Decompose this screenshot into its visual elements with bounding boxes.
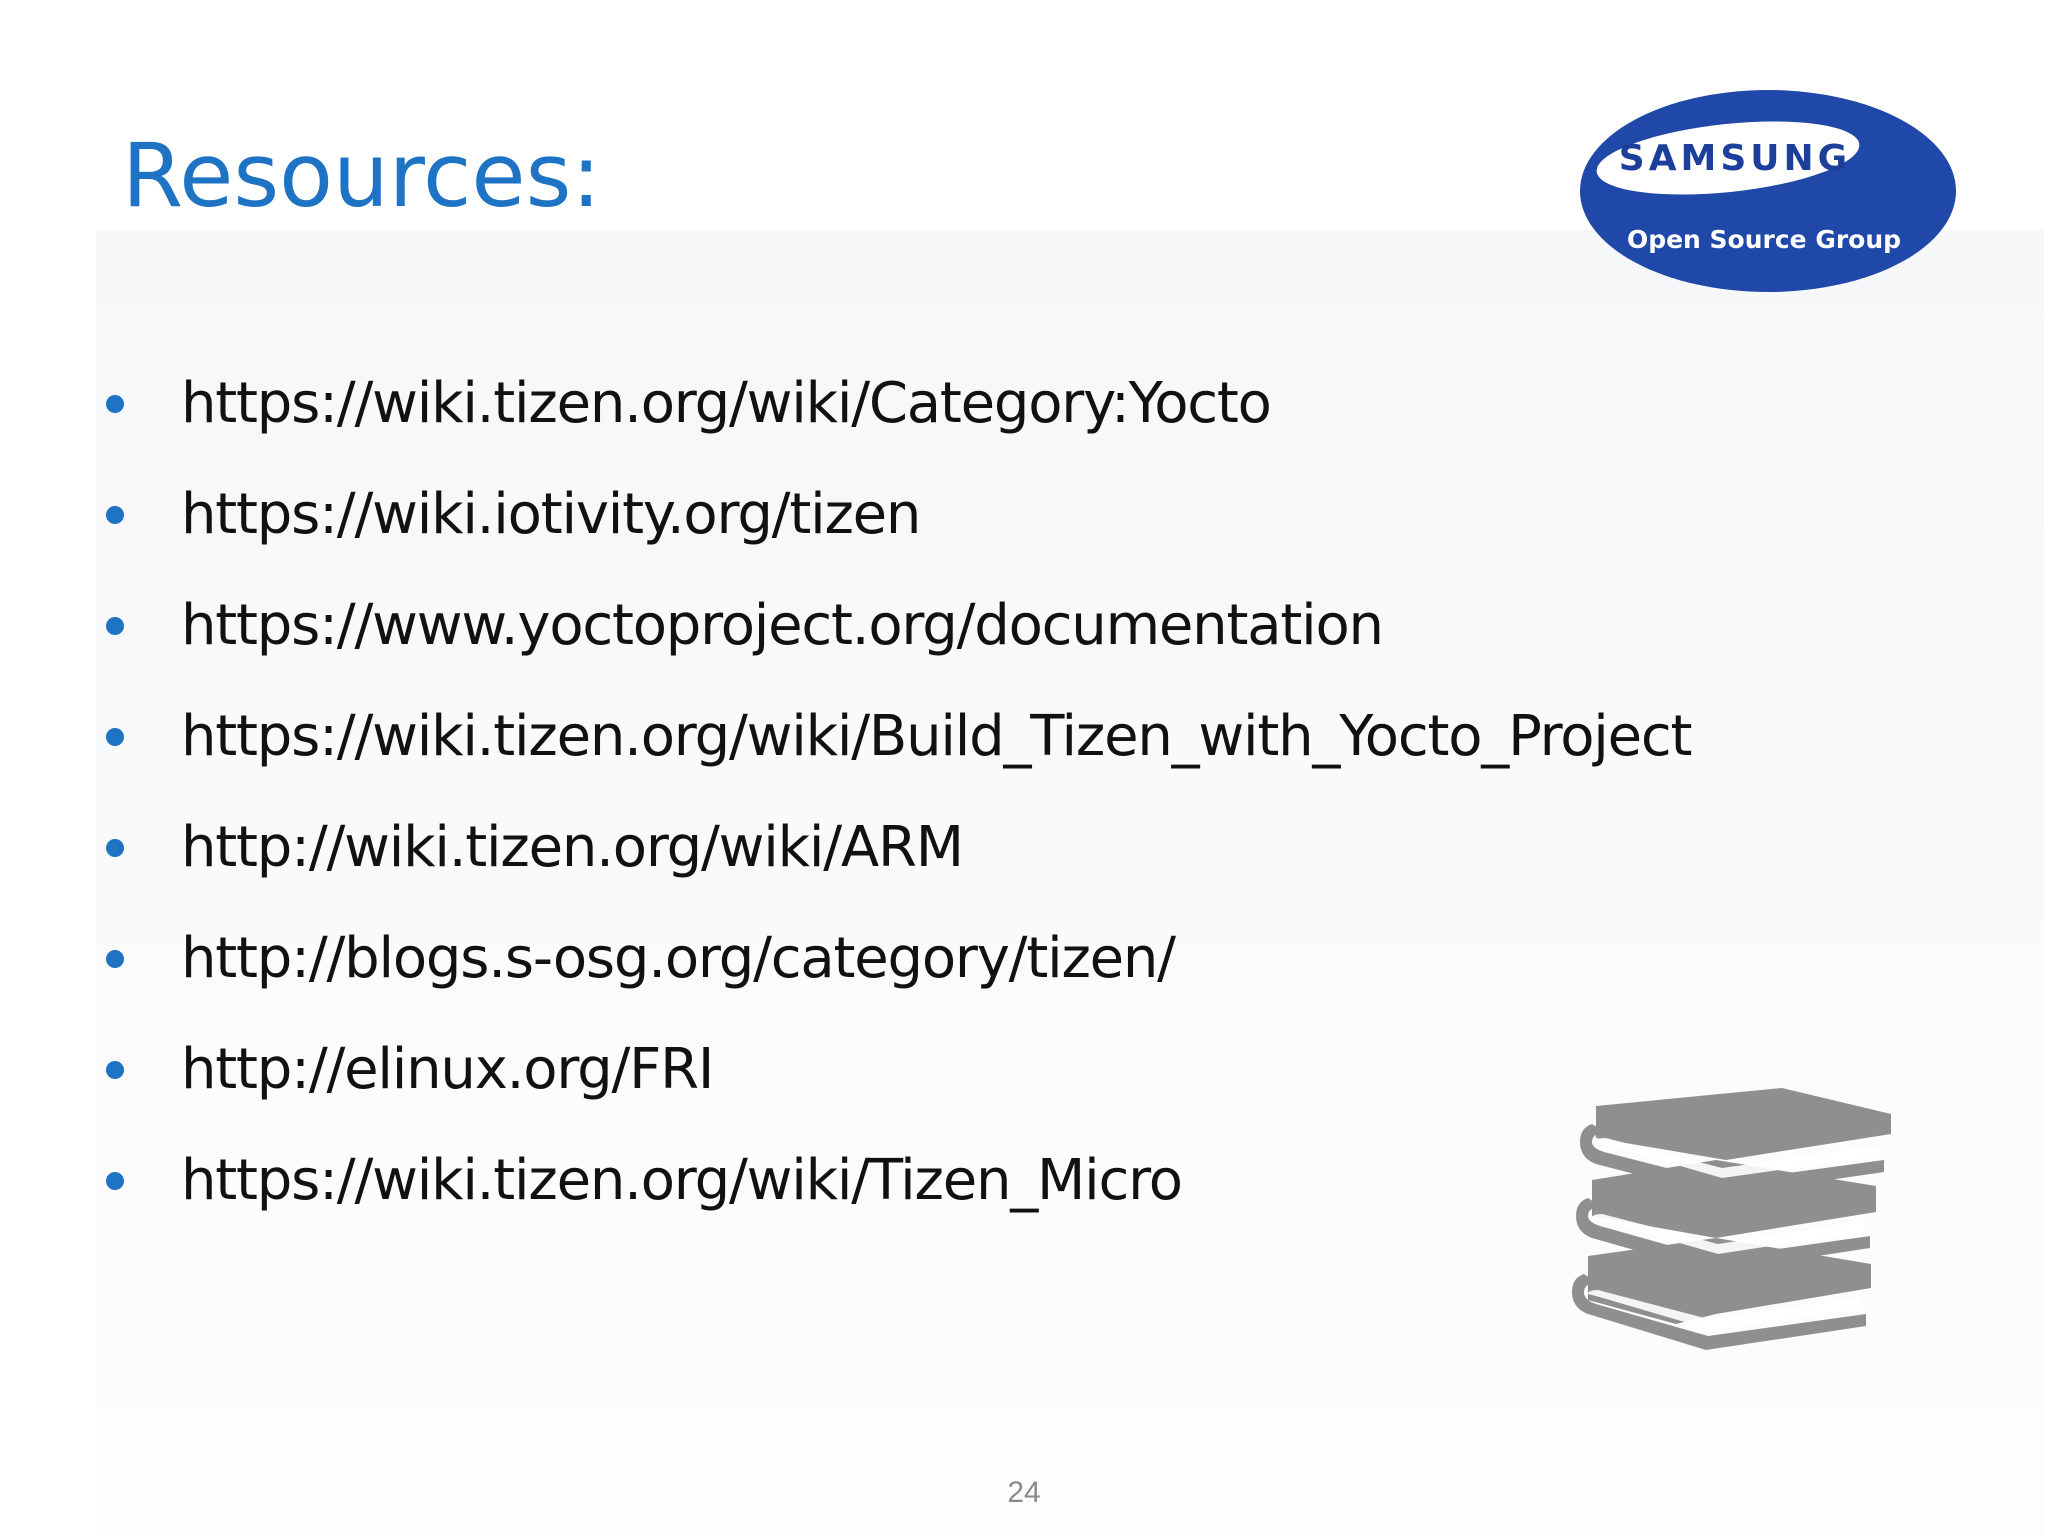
bullet-icon (106, 506, 124, 524)
resource-link[interactable]: http://wiki.tizen.org/wiki/ARM (181, 815, 964, 880)
samsung-osg-logo: SAMSUNG Open Source Group (1578, 88, 1958, 294)
list-item[interactable]: http://wiki.tizen.org/wiki/ARM (0, 792, 1900, 903)
logo-brand-text: SAMSUNG (1619, 138, 1851, 179)
bullet-icon (106, 839, 124, 857)
bullet-icon (106, 617, 124, 635)
bullet-icon (106, 950, 124, 968)
resource-link[interactable]: https://wiki.iotivity.org/tizen (181, 482, 921, 547)
bullet-icon (106, 1172, 124, 1190)
logo-tagline-text: Open Source Group (1627, 225, 1901, 254)
content-background (96, 230, 2044, 1536)
list-item[interactable]: https://wiki.iotivity.org/tizen (0, 459, 1900, 570)
resource-list: https://wiki.tizen.org/wiki/Category:Yoc… (0, 348, 1900, 1236)
slide-title: Resources: (122, 124, 602, 227)
list-item[interactable]: http://elinux.org/FRI (0, 1014, 1900, 1125)
resource-link[interactable]: https://www.yoctoproject.org/documentati… (181, 593, 1384, 658)
list-item[interactable]: https://wiki.tizen.org/wiki/Tizen_Micro (0, 1125, 1900, 1236)
bullet-icon (106, 1061, 124, 1079)
resource-link[interactable]: http://blogs.s-osg.org/category/tizen/ (181, 926, 1176, 991)
books-icon (1566, 1088, 1906, 1360)
bullet-icon (106, 395, 124, 413)
resource-link[interactable]: http://elinux.org/FRI (181, 1037, 714, 1102)
resource-link[interactable]: https://wiki.tizen.org/wiki/Tizen_Micro (181, 1148, 1183, 1213)
resource-link[interactable]: https://wiki.tizen.org/wiki/Category:Yoc… (181, 371, 1272, 436)
page-number: 24 (1007, 1476, 1041, 1509)
list-item[interactable]: https://www.yoctoproject.org/documentati… (0, 570, 1900, 681)
bullet-icon (106, 728, 124, 746)
list-item[interactable]: https://wiki.tizen.org/wiki/Category:Yoc… (0, 348, 1900, 459)
resource-link[interactable]: https://wiki.tizen.org/wiki/Build_Tizen_… (181, 704, 1692, 769)
list-item[interactable]: http://blogs.s-osg.org/category/tizen/ (0, 903, 1900, 1014)
list-item[interactable]: https://wiki.tizen.org/wiki/Build_Tizen_… (0, 681, 1900, 792)
